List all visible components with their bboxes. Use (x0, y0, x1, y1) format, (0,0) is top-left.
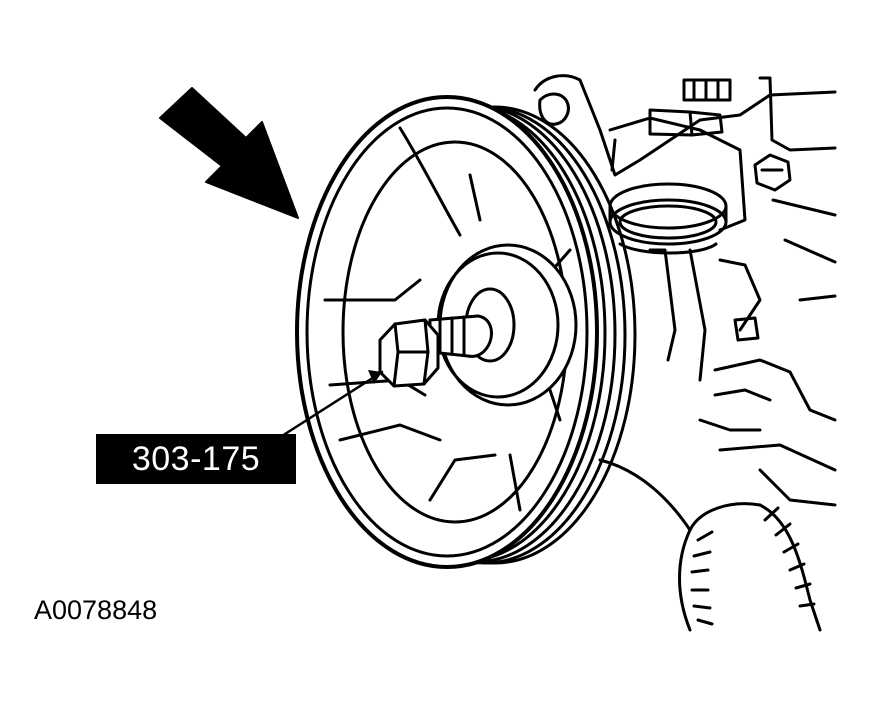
tool-callout-label: 303-175 (96, 434, 296, 484)
figure-id: A0078848 (34, 595, 158, 625)
engine-background (533, 74, 837, 632)
leader-arrowhead-icon (368, 370, 382, 384)
tool-303-175 (378, 314, 493, 388)
direction-arrow-icon (159, 87, 299, 219)
